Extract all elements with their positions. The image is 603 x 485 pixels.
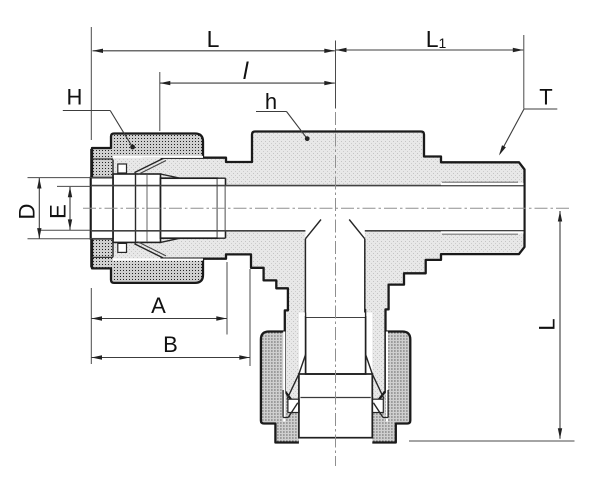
svg-text:L: L [207, 26, 220, 52]
svg-text:E: E [46, 204, 71, 219]
svg-text:H: H [67, 85, 83, 110]
svg-text:h: h [265, 89, 277, 114]
svg-text:B: B [163, 332, 178, 357]
svg-text:L: L [535, 318, 560, 330]
svg-text:D: D [15, 204, 40, 220]
svg-text:A: A [151, 293, 166, 318]
svg-text:T: T [539, 85, 552, 110]
svg-text:l: l [243, 58, 249, 85]
